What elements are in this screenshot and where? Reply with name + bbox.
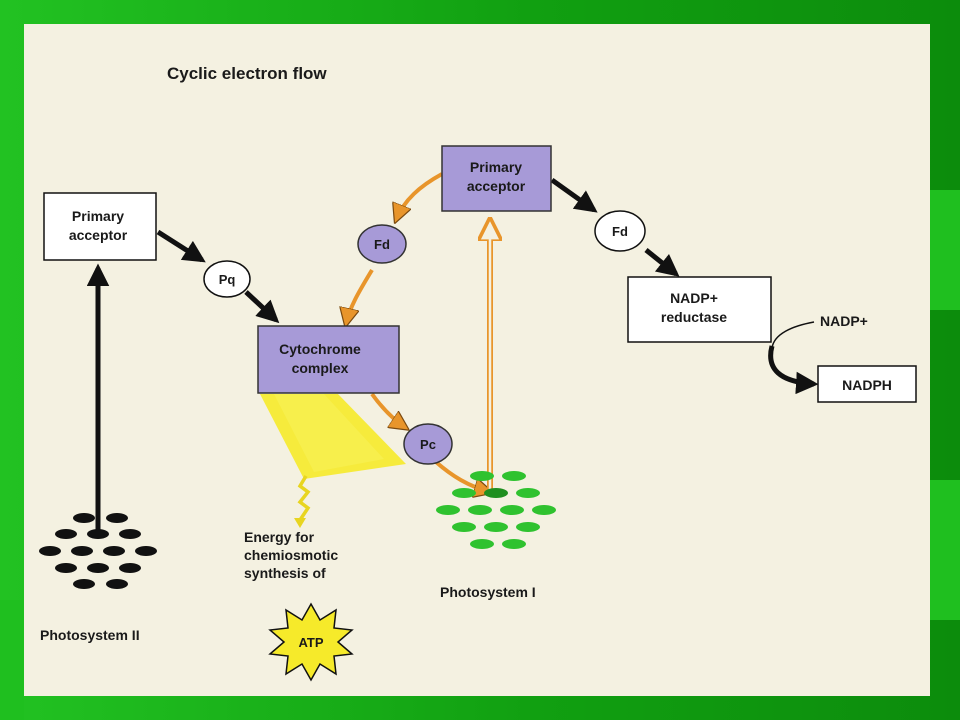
svg-text:Primary: Primary: [72, 208, 124, 224]
svg-text:complex: complex: [292, 360, 349, 376]
svg-text:NADPH: NADPH: [842, 377, 892, 393]
photosystem-2-pigments: [39, 513, 157, 589]
pc-carrier: Pc: [403, 423, 453, 465]
atp-starburst: ATP: [268, 602, 354, 682]
svg-text:Fd: Fd: [612, 224, 628, 239]
photosystem-2-label: Photosystem II: [40, 627, 140, 643]
diagram-panel: [24, 24, 930, 696]
svg-text:chemiosmotic: chemiosmotic: [244, 547, 338, 563]
nadp-reductase-box: NADP+ reductase: [627, 276, 772, 343]
svg-text:NADP+: NADP+: [670, 290, 718, 306]
decor-stripe: [930, 480, 960, 620]
diagram-title: Cyclic electron flow: [167, 64, 327, 83]
nadp-to-nadph-arrow: [768, 345, 819, 395]
energy-label: Energy for chemiosmotic synthesis of: [244, 529, 338, 581]
nadph-box: NADPH: [817, 365, 917, 403]
energy-zigzag-arrowhead: [294, 518, 306, 528]
fd-linear-carrier: Fd: [594, 210, 646, 252]
fd-to-reductase-arrow: [644, 248, 680, 277]
svg-text:acceptor: acceptor: [69, 227, 128, 243]
svg-text:Primary: Primary: [470, 159, 522, 175]
nadp-input-line: [771, 321, 815, 349]
ps1-primary-acceptor-box: Primary acceptor: [441, 145, 552, 212]
atp-energy-wedge-core: [274, 394, 384, 472]
pq-carrier: Pq: [203, 260, 251, 298]
cyclic-electron-flow-diagram: Cyclic electron flow Primary acceptor Pr…: [39, 64, 917, 682]
svg-text:reductase: reductase: [661, 309, 727, 325]
pc-to-ps1-arrow: [434, 460, 490, 492]
fd-to-cytochrome-cycle-arrow: [346, 268, 374, 324]
svg-text:Pq: Pq: [219, 272, 236, 287]
svg-text:synthesis of: synthesis of: [244, 565, 326, 581]
photosystem-1-pigments: [436, 471, 556, 549]
svg-text:ATP: ATP: [298, 635, 323, 650]
photosystem-1-label: Photosystem I: [440, 584, 536, 600]
acceptor-to-fd-cycle-arrow: [396, 172, 443, 220]
fd-cycle-carrier: Fd: [357, 224, 407, 264]
nadp-label: NADP+: [820, 313, 868, 329]
ps2-primary-acceptor-box: Primary acceptor: [43, 192, 157, 261]
svg-text:Energy for: Energy for: [244, 529, 315, 545]
pq-to-cytochrome-arrow: [244, 290, 280, 324]
ps1-acceptor-to-fd-arrow: [550, 177, 598, 213]
svg-text:Fd: Fd: [374, 237, 390, 252]
decor-stripe: [930, 190, 960, 310]
energy-zigzag-arrow: [297, 475, 311, 521]
svg-text:Cytochrome: Cytochrome: [279, 341, 361, 357]
decor-stripe: [0, 600, 24, 720]
svg-text:Pc: Pc: [420, 437, 436, 452]
acceptor-to-pq-arrow: [156, 229, 206, 263]
cytochrome-to-pc-arrow: [370, 392, 406, 428]
svg-text:acceptor: acceptor: [467, 178, 526, 194]
cytochrome-complex-box: Cytochrome complex: [257, 325, 400, 394]
